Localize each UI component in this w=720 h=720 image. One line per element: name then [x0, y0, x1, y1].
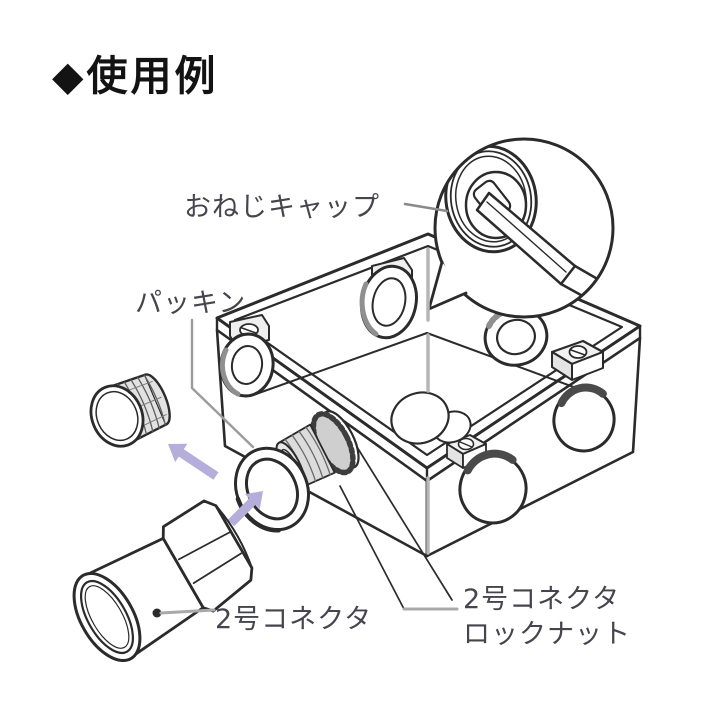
leader-lines	[152, 318, 459, 618]
page-title: ◆使用例	[52, 52, 219, 100]
interior-bushing-left	[219, 314, 275, 398]
leader-packing	[190, 318, 255, 449]
rim-screw-boss-right	[550, 339, 605, 381]
knockout-hole-upper	[552, 383, 616, 453]
rim-screw-boss-front	[446, 434, 487, 469]
leader-connector	[159, 608, 216, 615]
leader-locknut-2	[356, 446, 453, 601]
leader-connector-dot	[152, 608, 162, 618]
bubble-tail	[429, 262, 466, 309]
arrow-insert	[227, 491, 263, 527]
screw-cap-part	[89, 373, 171, 448]
knockout-hole-front	[458, 449, 528, 525]
label-locknut: 2号コネクタ ロックナット	[463, 582, 631, 652]
label-connector: 2号コネクタ	[215, 604, 373, 635]
connector-part	[72, 499, 254, 663]
label-locknut-line2: ロックナット	[463, 619, 631, 650]
packing-ring	[234, 446, 310, 533]
label-locknut-line1: 2号コネクタ	[463, 584, 621, 615]
leader-screw-cap	[403, 202, 449, 213]
arrow-remove	[168, 443, 219, 480]
interior-bushing-back	[359, 257, 418, 340]
label-packing: パッキン	[135, 288, 247, 319]
label-screw-cap: おねじキャップ	[184, 192, 380, 223]
leader-locknut-1	[339, 485, 405, 610]
detail-bubble	[427, 137, 615, 319]
bubble-outline	[433, 137, 615, 319]
floor-knockout-trace	[390, 391, 472, 445]
